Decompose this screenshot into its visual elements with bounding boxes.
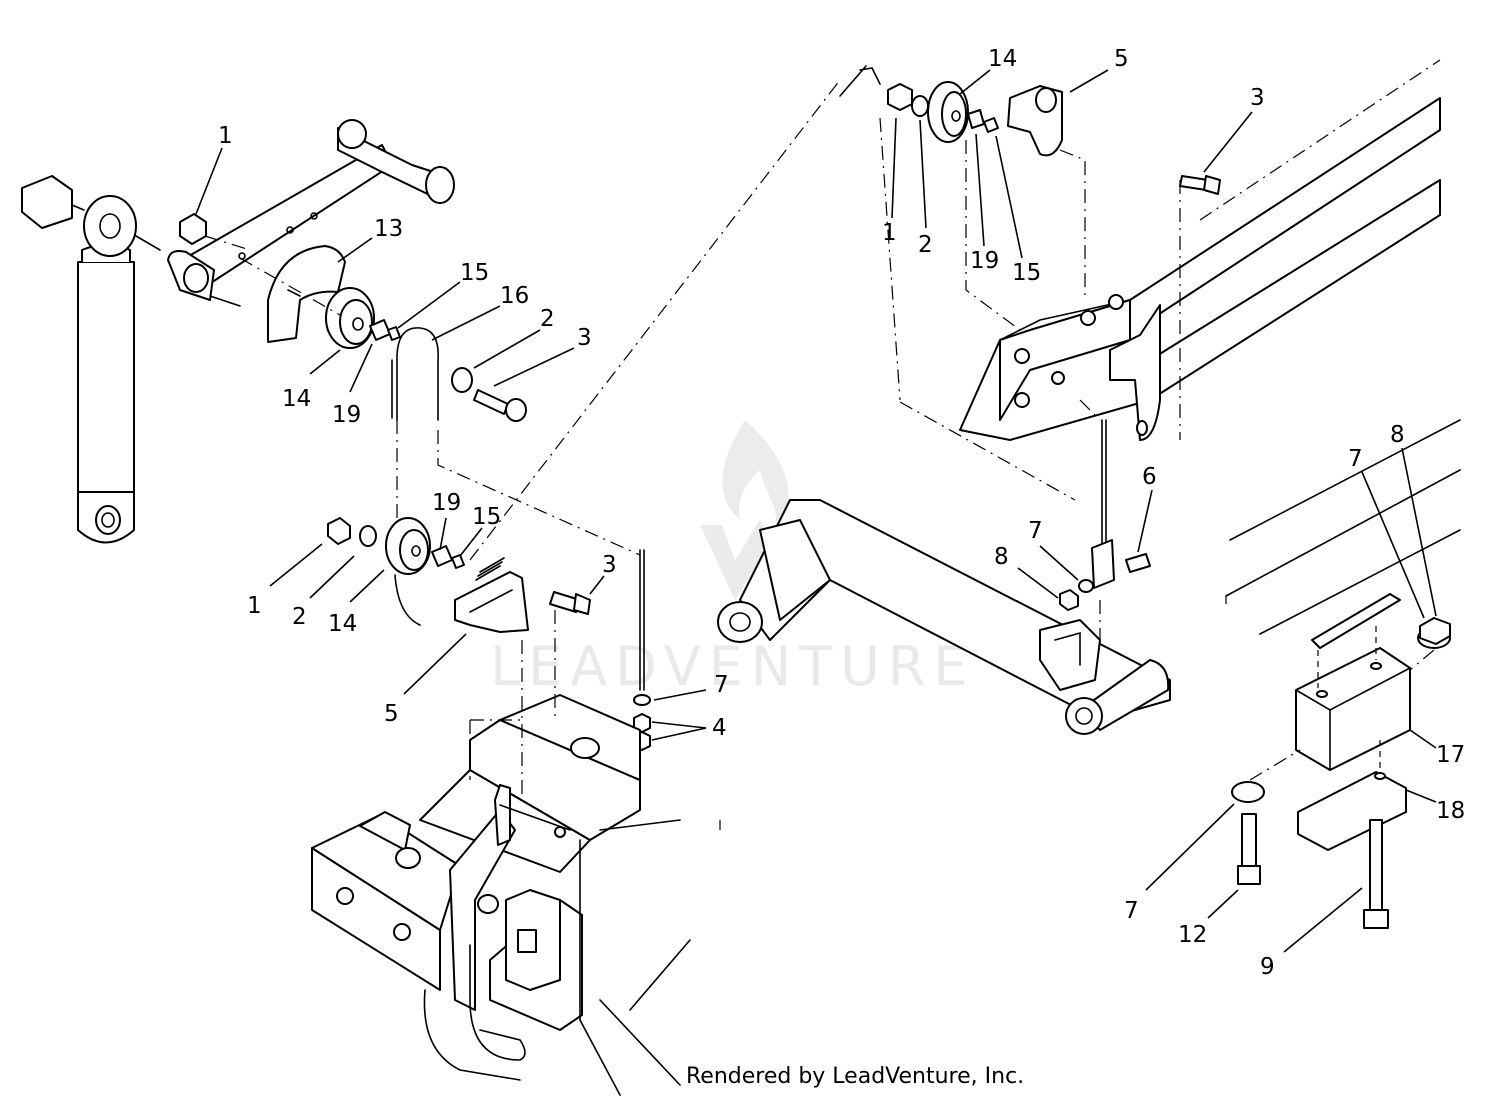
right-bolt-6	[1125, 553, 1151, 573]
far-block-18	[1297, 771, 1407, 851]
callout-label: 7	[1348, 446, 1363, 472]
mid-washer-7	[633, 694, 651, 706]
clevis	[1091, 539, 1115, 589]
mid-spacer	[451, 554, 465, 569]
callout-label: 16	[500, 283, 529, 309]
callout-label: 15	[460, 260, 489, 286]
far-mount-17	[1295, 647, 1411, 771]
middle-assembly	[327, 517, 651, 751]
callout-label: 4	[712, 715, 727, 741]
far-right-assembly	[1225, 419, 1461, 929]
left-assembly	[21, 119, 527, 544]
callout-label: 8	[1390, 422, 1405, 448]
callout-label: 15	[1012, 260, 1041, 286]
far-screw-12	[1241, 813, 1257, 867]
left-nut	[179, 213, 207, 245]
callout-label: 19	[332, 402, 361, 428]
right-nut-8	[1059, 589, 1079, 611]
far-bolt-9	[1369, 819, 1383, 911]
top-bushing	[967, 109, 985, 129]
callout-label: 5	[384, 701, 399, 727]
left-spacer	[387, 326, 401, 341]
mid-pulley	[385, 517, 431, 575]
callout-label: 19	[970, 248, 999, 274]
mid-nut	[327, 517, 351, 545]
far-plate	[1311, 593, 1401, 649]
left-washer	[451, 367, 473, 393]
cable-loop	[396, 327, 439, 421]
callout-label: 7	[714, 672, 729, 698]
callout-label: 8	[994, 544, 1009, 570]
leadventure-watermark: LEADVENTURE	[490, 420, 975, 698]
callout-label: 14	[988, 46, 1017, 72]
callout-label: 19	[432, 490, 461, 516]
right-washer-7	[1078, 579, 1094, 593]
top-assembly	[839, 65, 1441, 611]
callout-label: 7	[1028, 518, 1043, 544]
callout-label: 3	[1250, 85, 1265, 111]
pivot-arm	[167, 119, 455, 307]
mid-bolt	[549, 591, 581, 613]
callout-label: 14	[328, 611, 357, 637]
mid-washer	[359, 525, 377, 547]
pulley-guard-bracket	[267, 245, 346, 343]
top-spacer	[983, 117, 999, 133]
callout-label: 7	[1124, 898, 1139, 924]
callout-label: 9	[1260, 954, 1275, 980]
callout-label: 6	[1142, 464, 1157, 490]
callout-label: 17	[1436, 742, 1465, 768]
callout-label: 2	[918, 232, 933, 258]
top-pulley	[927, 81, 969, 143]
left-bolt	[473, 389, 509, 415]
callout-label: 1	[882, 220, 897, 246]
mid-bracket	[454, 571, 529, 633]
callout-leaders	[195, 69, 1437, 953]
top-washer	[911, 95, 929, 117]
shock-absorber	[21, 175, 161, 544]
callout-label: 3	[577, 325, 592, 351]
lower-frame	[311, 694, 691, 1096]
callout-label: 18	[1436, 798, 1465, 824]
watermark-text: LEADVENTURE	[490, 635, 975, 698]
callout-label: 13	[374, 216, 403, 242]
assembly-guide-lines	[204, 59, 1441, 830]
render-credit: Rendered by LeadVenture, Inc.	[686, 1064, 1025, 1089]
callout-label: 1	[218, 123, 233, 149]
callout-label: 2	[540, 306, 555, 332]
callout-labels: 1 13 15 16 2 3 14 19 19 15 1 2 14 3 5 7 …	[218, 46, 1465, 980]
callout-label: 15	[472, 504, 501, 530]
callout-label: 14	[282, 386, 311, 412]
callout-label: 5	[1114, 46, 1129, 72]
callout-label: 2	[292, 604, 307, 630]
top-nut	[887, 83, 913, 111]
callout-label: 12	[1178, 922, 1207, 948]
mid-bushing	[431, 545, 453, 567]
far-nut-8	[1419, 617, 1451, 645]
callout-label: 3	[602, 552, 617, 578]
left-pulley	[325, 287, 375, 349]
center-pivot-tube	[717, 499, 1171, 735]
far-washer-7b	[1231, 781, 1265, 803]
callout-label: 1	[247, 593, 262, 619]
